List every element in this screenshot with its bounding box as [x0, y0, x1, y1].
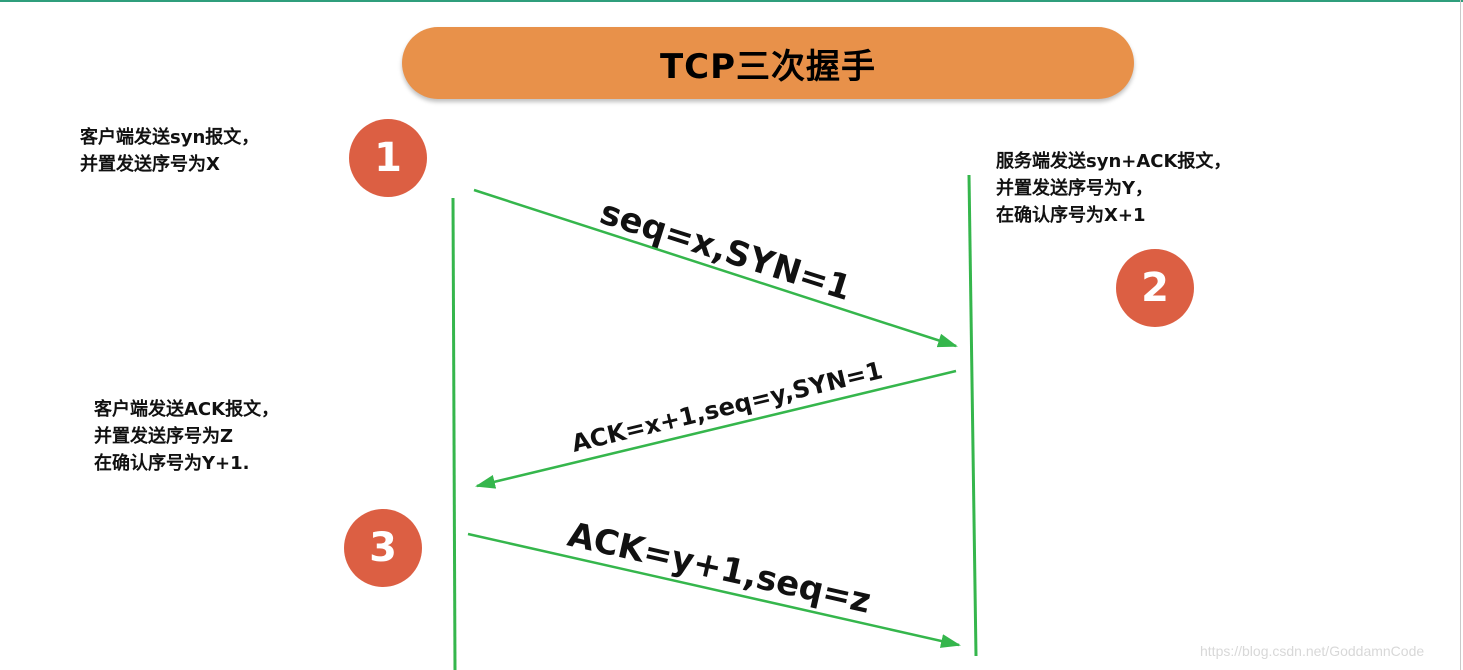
step-3-line-3: 在确认序号为Y+1. [94, 453, 250, 474]
right-border-line [1460, 0, 1461, 670]
diagram-title: TCP三次握手 [659, 46, 877, 87]
syn-ack-message-label: ACK=x+1,seq=y,SYN=1 [569, 356, 885, 458]
ack-arrow [467, 532, 961, 648]
step-1-description: 客户端发送syn报文， 并置发送序号为X [80, 124, 259, 178]
step-1-badge: 1 [349, 119, 427, 197]
step-2-line-2: 并置发送序号为Y， [996, 178, 1154, 199]
step-2-line-3: 在确认序号为X+1 [996, 205, 1146, 226]
step-3-line-1: 客户端发送ACK报文， [94, 399, 280, 420]
ack-message-label: ACK=y+1,seq=z [564, 515, 874, 622]
step-2-badge: 2 [1116, 249, 1194, 327]
server-lifeline [967, 174, 978, 657]
step-3-line-2: 并置发送序号为Z [94, 426, 234, 447]
top-border-line [0, 0, 1463, 2]
step-1-line-1: 客户端发送syn报文， [80, 127, 260, 148]
step-3-description: 客户端发送ACK报文， 并置发送序号为Z 在确认序号为Y+1. [94, 396, 279, 477]
syn-message-label: seq=x,SYN=1 [595, 192, 856, 309]
title-banner: TCP三次握手 [402, 27, 1134, 99]
step-2-line-1: 服务端发送syn+ACK报文， [996, 151, 1232, 172]
client-lifeline [451, 197, 457, 670]
step-1-line-2: 并置发送序号为X [80, 154, 220, 175]
step-2-description: 服务端发送syn+ACK报文， 并置发送序号为Y， 在确认序号为X+1 [996, 148, 1231, 229]
source-watermark: https://blog.csdn.net/GoddamnCode [1200, 643, 1425, 659]
syn-ack-arrow [475, 369, 957, 489]
syn-arrow [473, 188, 958, 348]
step-3-badge: 3 [344, 509, 422, 587]
